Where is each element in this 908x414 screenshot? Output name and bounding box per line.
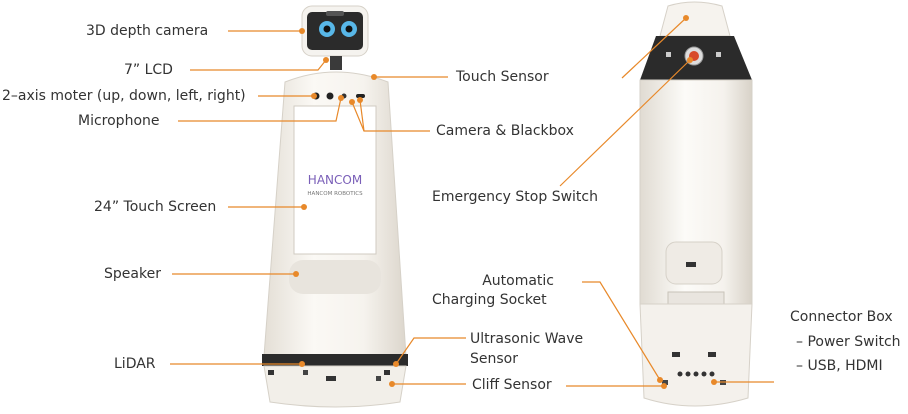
label-ultrasonic-2: Sensor: [470, 351, 518, 367]
label-lcd: 7” LCD: [124, 62, 173, 78]
back-base: [639, 303, 753, 407]
leader-microphone: [178, 97, 342, 122]
label-speaker: Speaker: [104, 266, 161, 282]
hancom-logo: HANCOM: [308, 173, 362, 187]
hancom-sub: HANCOM ROBOTICS: [307, 191, 363, 197]
robot-neck: [330, 56, 342, 70]
label-ultrasonic-1: Ultrasonic Wave: [470, 331, 584, 347]
leader-camera-2: [359, 99, 365, 132]
label-camera-blackbox: Camera & Blackbox: [436, 123, 574, 139]
label-motor: 2–axis moter (up, down, left, right): [2, 88, 246, 104]
leader-touch-sensor-back: [621, 17, 687, 79]
label-microphone: Microphone: [78, 113, 160, 129]
leader-lcd: [190, 59, 327, 71]
label-connector-title: Connector Box: [790, 309, 893, 325]
leader-charging: [582, 281, 661, 381]
label-cliff-sensor: Cliff Sensor: [472, 377, 552, 393]
label-touch-screen: 24” Touch Screen: [94, 199, 217, 215]
label-connector-item1: – Power Switch: [796, 334, 901, 350]
robot-base: [263, 365, 407, 408]
lidar-band: [262, 354, 408, 366]
front-robot: [262, 5, 408, 408]
leader-ultrasonic: [395, 337, 466, 365]
label-depth-camera: 3D depth camera: [86, 23, 209, 39]
label-touch-sensor: Touch Sensor: [456, 69, 549, 85]
back-robot: [639, 1, 753, 407]
label-emergency-stop: Emergency Stop Switch: [432, 189, 598, 205]
label-charging-2: Charging Socket: [432, 292, 547, 308]
speaker-grille: [289, 260, 381, 294]
label-connector-item2: – USB, HDMI: [796, 358, 883, 374]
leader-dots: [293, 15, 717, 389]
touch-screen: [293, 105, 377, 255]
leader-lines: [170, 17, 774, 387]
label-charging-1: Automatic: [482, 273, 554, 289]
label-lidar: LiDAR: [114, 356, 156, 372]
leader-emergency-stop: [559, 59, 691, 187]
